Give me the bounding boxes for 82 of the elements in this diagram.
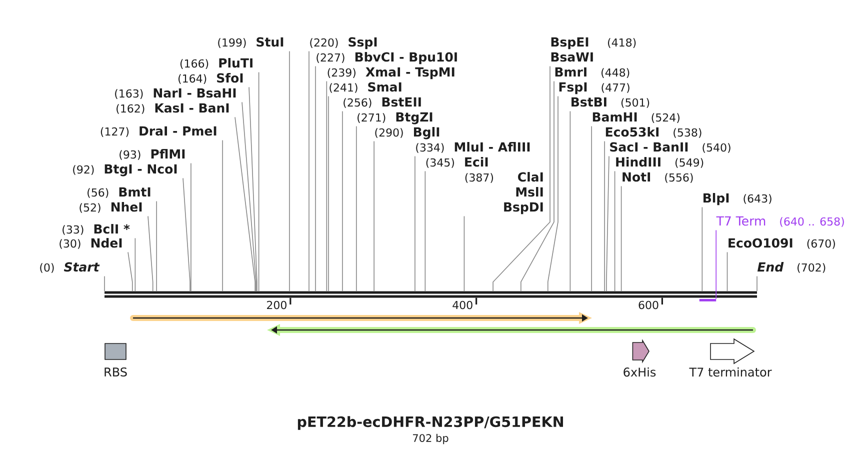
site-label: (290) BglI bbox=[375, 127, 440, 140]
site-label: (256) BstEII bbox=[344, 97, 421, 108]
tick-label: 400 bbox=[452, 300, 472, 310]
map-title: pET22b-ecDHFR-N23PP/G51PEKN bbox=[298, 416, 563, 430]
site-label: (199) StuI bbox=[218, 37, 284, 48]
leader-line bbox=[326, 80, 328, 292]
feature-track bbox=[130, 312, 592, 324]
leader-line bbox=[328, 96, 329, 292]
site-label: (92) BtgI - NcoI bbox=[73, 164, 177, 176]
leader-line bbox=[148, 216, 154, 292]
dna-backbone bbox=[104, 291, 757, 298]
site-label: (164) SfoI bbox=[178, 73, 243, 84]
site-label: FspI (477) bbox=[559, 82, 630, 94]
site-label: NotI (556) bbox=[622, 172, 693, 183]
site-label: (30) NdeI bbox=[60, 238, 122, 249]
site-label: BamHI (524) bbox=[592, 112, 680, 123]
site-label: (345) EciI bbox=[426, 157, 488, 168]
leader-line bbox=[604, 140, 605, 292]
site-label: (239) XmaI - TspMI bbox=[328, 67, 454, 80]
tick-label: 600 bbox=[638, 300, 658, 310]
site-label: (33) BclI * bbox=[62, 224, 130, 235]
leader-line bbox=[134, 238, 136, 292]
leader-line bbox=[315, 66, 316, 292]
site-label: (93) PflMI bbox=[120, 149, 185, 160]
leader-line bbox=[702, 206, 703, 292]
leader-line bbox=[591, 126, 592, 292]
leader-line bbox=[414, 156, 416, 292]
site-label: BlpI (643) bbox=[704, 193, 772, 206]
site-label: BmrI (448) bbox=[555, 67, 630, 78]
leader-line bbox=[424, 170, 426, 292]
feature-track bbox=[267, 324, 756, 336]
leader-line bbox=[289, 50, 290, 292]
feature-label: T7 Term (640 .. 658) bbox=[716, 216, 844, 227]
leader-line bbox=[356, 126, 357, 292]
leader-line bbox=[726, 252, 728, 292]
site-label: (127) DraI - PmeI bbox=[100, 126, 216, 137]
feature-label: RBS bbox=[104, 367, 127, 377]
leader-line bbox=[547, 96, 558, 292]
leader-line bbox=[492, 66, 550, 292]
leader-line bbox=[156, 200, 157, 292]
leader-line bbox=[222, 140, 223, 292]
leader-line bbox=[190, 162, 192, 292]
leader-line bbox=[520, 80, 554, 292]
leader-line bbox=[620, 186, 622, 292]
site-label: HindIII (549) bbox=[616, 157, 704, 168]
feature-label: 6xHis bbox=[624, 367, 656, 377]
site-label: (271) BtgZI bbox=[358, 112, 432, 124]
feature-label: T7 terminator bbox=[689, 367, 772, 377]
position-label: End (702) bbox=[757, 262, 826, 273]
site-label: (227) BbvCI - Bpu10I bbox=[316, 52, 457, 64]
site-label: BstBI (501) bbox=[572, 97, 650, 108]
site-label: SacI - BanII (540) bbox=[610, 142, 730, 153]
site-label: (56) BmtI bbox=[88, 187, 150, 198]
leader-line bbox=[756, 276, 758, 292]
leader-line bbox=[606, 156, 610, 292]
site-label: (52) NheI bbox=[80, 202, 142, 213]
site-label: EcoO109I (670) bbox=[728, 238, 835, 249]
leader-line bbox=[614, 170, 616, 292]
tick-label: 200 bbox=[267, 300, 286, 310]
leader-line bbox=[242, 102, 256, 292]
region-bracket bbox=[699, 299, 716, 302]
site-label: (241) SmaI bbox=[330, 82, 402, 93]
site-label: Eco53kI (538) bbox=[606, 127, 702, 138]
leader-line bbox=[104, 276, 105, 292]
site-label: (166) PluTI bbox=[180, 58, 252, 69]
leader-line bbox=[308, 50, 310, 292]
site-label: (387) ClaI MslI BspDI bbox=[465, 172, 543, 214]
position-label: (0) Start bbox=[40, 262, 100, 273]
leader-line bbox=[248, 86, 258, 292]
site-label: BspEI (418) BsaWI bbox=[551, 37, 636, 62]
site-label: (162) KasI - BanI bbox=[116, 103, 229, 114]
leader-line bbox=[234, 116, 256, 292]
leader-line bbox=[342, 110, 343, 292]
leader-line bbox=[464, 216, 465, 292]
site-label: (220) SspI bbox=[310, 37, 377, 50]
leader-line bbox=[258, 72, 260, 292]
leader-line bbox=[570, 110, 571, 292]
sequence-length: 702 bp bbox=[413, 434, 448, 444]
site-label: (163) NarI - BsaHI bbox=[115, 88, 236, 99]
site-label: (334) MluI - AflIII bbox=[416, 142, 530, 153]
leader-line bbox=[182, 178, 190, 292]
leader-line bbox=[128, 252, 133, 292]
